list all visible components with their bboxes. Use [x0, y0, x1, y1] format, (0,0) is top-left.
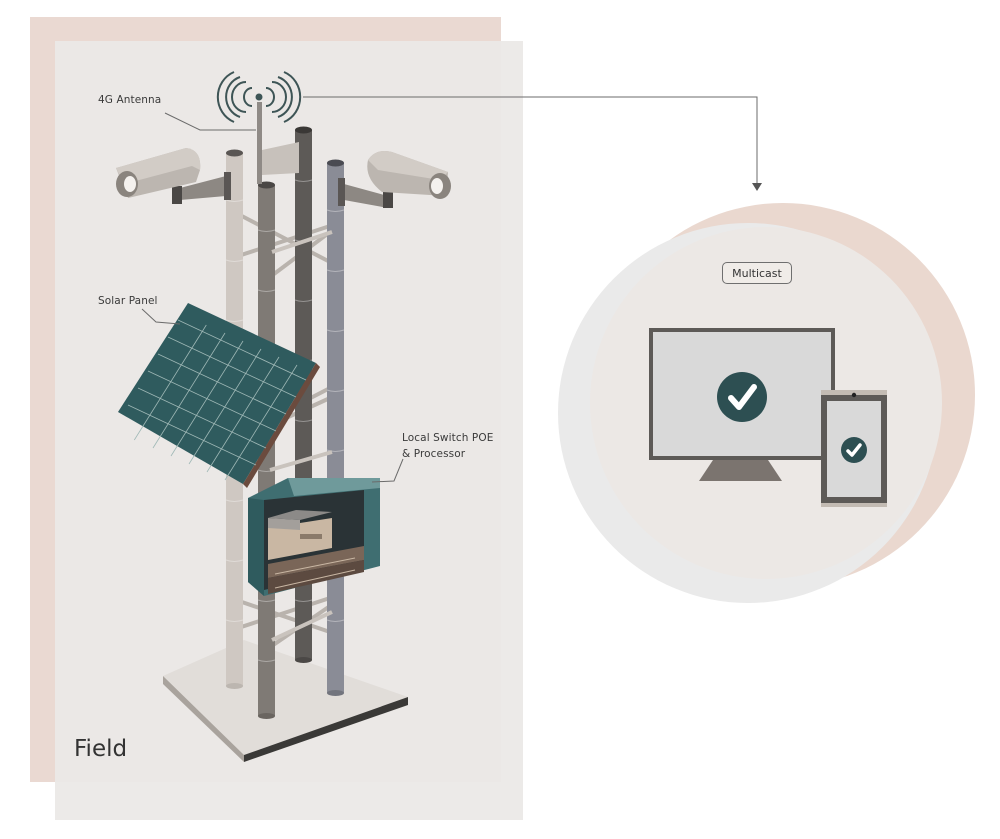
switch-cabinet	[248, 478, 380, 596]
smartphone-icon	[821, 390, 887, 507]
antenna-mast	[257, 102, 299, 184]
solar-panel	[118, 303, 320, 488]
cctv-camera-icon	[338, 151, 451, 208]
switch-label-line2: & Processor	[402, 448, 466, 460]
solar-panel-label: Solar Panel	[98, 295, 158, 307]
label-leader-lines	[141, 112, 404, 483]
base-plate	[163, 640, 408, 762]
cctv-camera-icon	[116, 148, 231, 204]
switch-label-line1: Local Switch POE	[402, 432, 494, 444]
multicast-badge: Multicast	[722, 262, 792, 284]
pole-blue	[327, 159, 344, 696]
check-icon	[841, 437, 867, 463]
antenna-signal-icon	[216, 71, 302, 123]
field-label: Field	[74, 736, 128, 762]
connector-arrow	[303, 96, 762, 191]
antenna-label: 4G Antenna	[98, 94, 162, 106]
front-braces	[269, 230, 333, 642]
check-icon	[717, 372, 767, 422]
